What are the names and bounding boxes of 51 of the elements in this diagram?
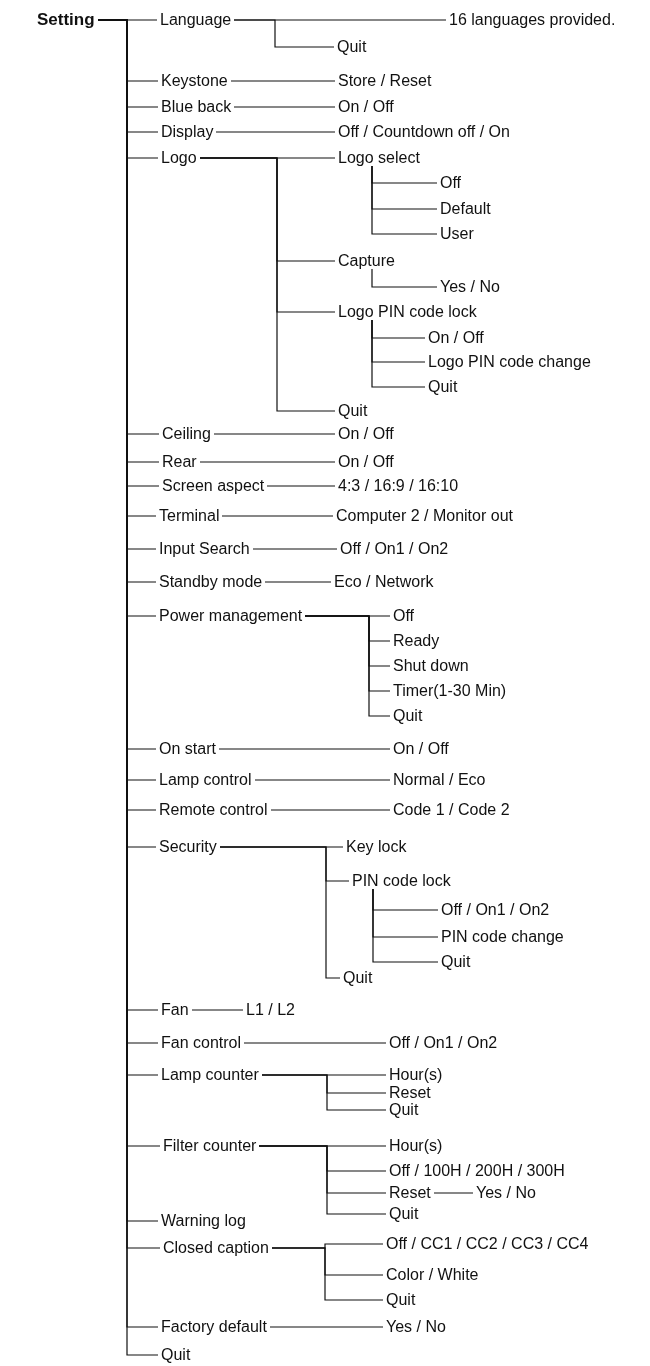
connector-line bbox=[261, 1074, 387, 1111]
menu-item: Screen aspect bbox=[159, 478, 268, 494]
menu-item: Quit bbox=[390, 708, 426, 724]
menu-item: Quit bbox=[438, 954, 474, 970]
connector-line bbox=[304, 615, 391, 717]
connector-line bbox=[221, 515, 334, 517]
menu-item: Quit bbox=[386, 1206, 422, 1222]
connector-line bbox=[243, 1042, 387, 1044]
connector-line bbox=[254, 779, 391, 781]
menu-item: On / Off bbox=[335, 454, 397, 470]
connector-line bbox=[213, 433, 336, 435]
menu-item: Store / Reset bbox=[335, 73, 435, 89]
connector-line bbox=[191, 1009, 244, 1011]
menu-item: Quit bbox=[386, 1102, 422, 1118]
menu-item: Computer 2 / Monitor out bbox=[333, 508, 516, 524]
menu-item: Quit bbox=[334, 39, 370, 55]
connector-line bbox=[258, 1145, 387, 1215]
connector-line bbox=[215, 131, 336, 133]
menu-item: On / Off bbox=[335, 99, 397, 115]
menu-item: Security bbox=[156, 839, 220, 855]
connector-line bbox=[270, 809, 391, 811]
connector-line bbox=[199, 157, 336, 412]
connector-line bbox=[230, 80, 336, 82]
connector-line bbox=[233, 19, 335, 48]
connector-line bbox=[219, 846, 341, 979]
connector-line bbox=[269, 1326, 384, 1328]
connector-line bbox=[371, 268, 438, 288]
connector-line bbox=[252, 548, 338, 550]
menu-item: On / Off bbox=[335, 426, 397, 442]
menu-item: Yes / No bbox=[383, 1319, 449, 1335]
connector-line bbox=[266, 485, 336, 487]
menu-item: Yes / No bbox=[473, 1185, 539, 1201]
connector-line bbox=[371, 165, 438, 235]
menu-item: On start bbox=[156, 741, 219, 757]
menu-item: Quit bbox=[383, 1292, 419, 1308]
menu-item: Quit bbox=[425, 379, 461, 395]
menu-item: Quit bbox=[340, 970, 376, 986]
connector-line bbox=[372, 888, 439, 963]
menu-item: Yes / No bbox=[437, 279, 503, 295]
menu-item: Quit bbox=[158, 1347, 194, 1363]
menu-item: Capture bbox=[335, 253, 398, 269]
connector-line bbox=[199, 461, 336, 463]
connector-line bbox=[433, 1192, 474, 1194]
menu-item: On / Off bbox=[425, 330, 487, 346]
connector-line bbox=[264, 581, 332, 583]
connector-line bbox=[218, 748, 391, 750]
menu-item: Quit bbox=[335, 403, 371, 419]
connector-line bbox=[371, 319, 426, 388]
connector-line bbox=[233, 106, 336, 108]
connector-line bbox=[271, 1247, 384, 1301]
menu-item: On / Off bbox=[390, 741, 452, 757]
